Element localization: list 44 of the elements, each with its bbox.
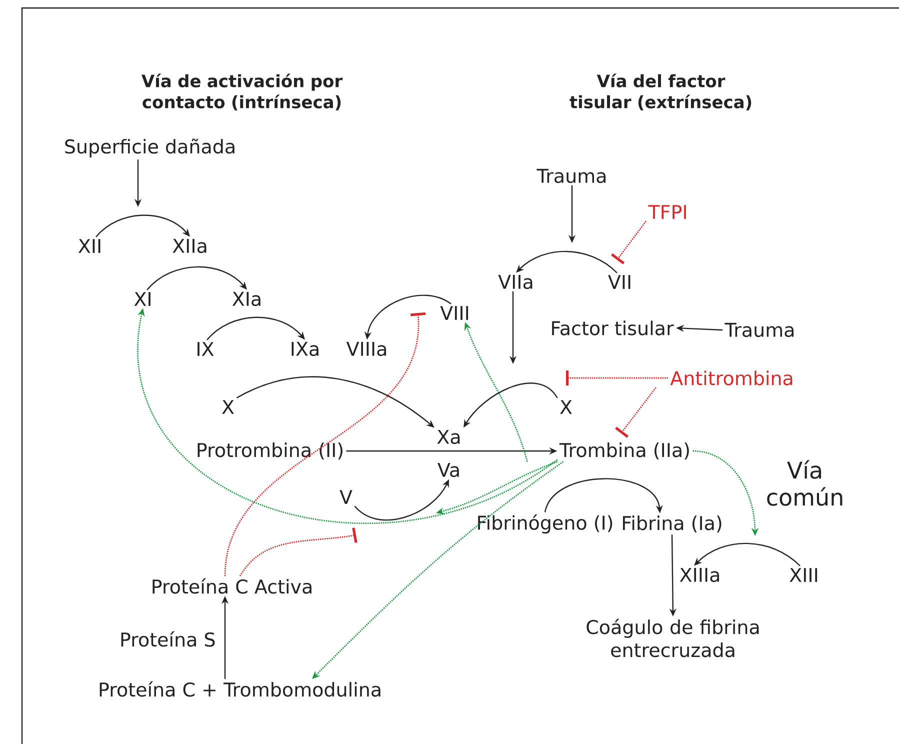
arrow <box>206 316 305 340</box>
factor-label: IX <box>198 342 214 356</box>
factor-label: VII <box>608 275 630 289</box>
inhibitor-label: Antitrombina <box>670 370 792 386</box>
factor-label: XIIIa <box>680 568 720 582</box>
inhibition-line <box>224 312 426 576</box>
factor-label: Coágulo de fibrina entrecruzada <box>586 618 759 658</box>
edge-label: Proteína S <box>117 629 218 649</box>
factor-label: Xa <box>437 430 460 444</box>
factor-label: Va <box>438 462 459 478</box>
section-heading: Vía de activación por contacto (intrínseca) <box>142 74 343 110</box>
inhibition-line <box>239 528 358 576</box>
factor-label: Trauma <box>724 322 794 338</box>
arrow <box>516 250 618 274</box>
factor-label: X <box>222 400 234 414</box>
arrow <box>96 214 190 238</box>
inhibition-line <box>566 370 668 386</box>
factor-label: Proteína C + Trombomodulina <box>100 681 380 697</box>
factor-label: V <box>340 490 352 504</box>
factor-label: Protrombina (II) <box>198 442 342 460</box>
factor-label: Fibrinógeno (I) <box>478 514 612 534</box>
factor-label: Trauma <box>536 168 606 184</box>
inhibition-line <box>615 387 656 438</box>
factor-label: X <box>560 400 572 414</box>
factor-label: XII <box>78 239 100 253</box>
factor-label: Fibrina (Ia) <box>623 516 722 532</box>
factor-label: XI <box>134 292 150 306</box>
arrow <box>146 266 247 290</box>
factor-label: Proteína C Activa <box>152 578 312 594</box>
factor-label: VIII <box>440 306 468 320</box>
factor-label: XIa <box>232 292 260 306</box>
factor-label: XIIa <box>172 238 206 254</box>
inhibitor-label: TFPI <box>648 205 686 219</box>
factor-label: XIII <box>790 568 818 582</box>
factor-label: IXa <box>292 342 318 356</box>
factor-label: Superficie dañada <box>65 138 234 158</box>
factor-label: Factor tisular <box>552 320 674 336</box>
section-label: Vía común <box>767 460 842 506</box>
section-heading: Vía del factor tisular (extrínseca) <box>570 74 752 110</box>
factor-label: VIIa <box>498 274 532 290</box>
arrow <box>694 542 800 566</box>
factor-label: Trombina (IIa) <box>559 442 689 460</box>
factor-label: VIIIa <box>346 342 386 356</box>
inhibition-line <box>611 220 647 264</box>
